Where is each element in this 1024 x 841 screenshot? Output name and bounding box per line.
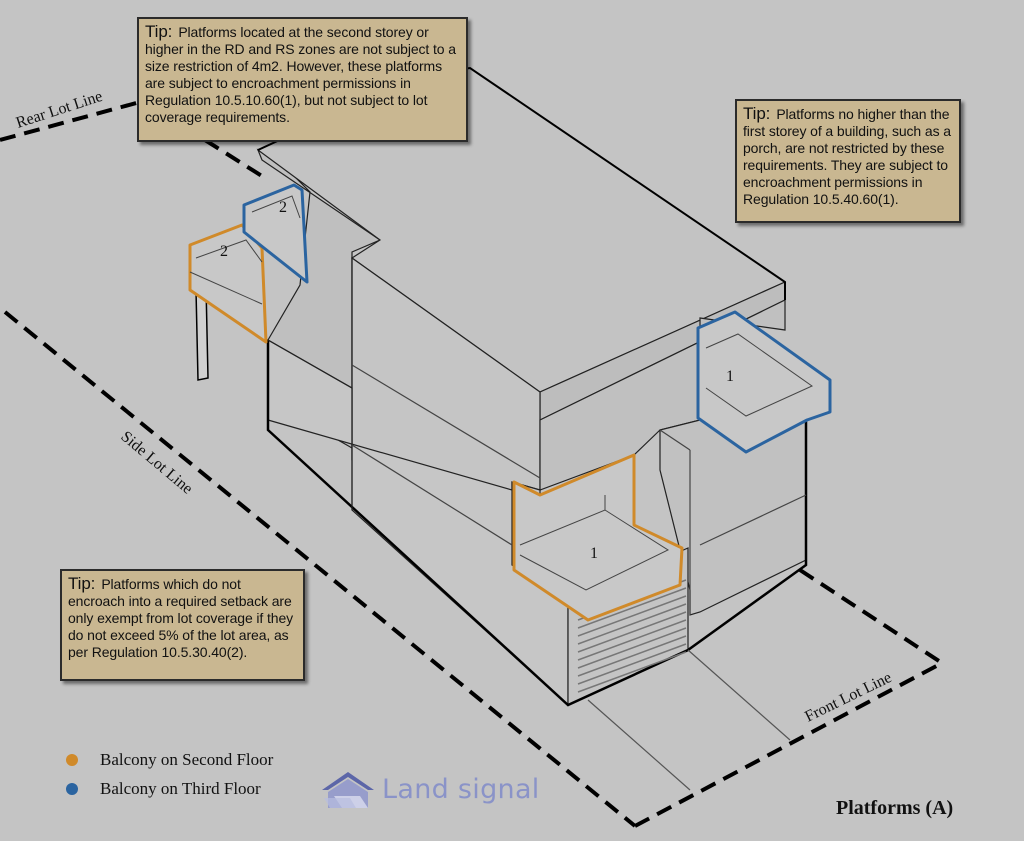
tip-text: Platforms no higher than the first store… (743, 106, 951, 207)
tip-box-left: Tip:Platforms which do not encroach into… (60, 569, 305, 681)
building-outline (266, 340, 808, 707)
logo-text: Land signal (382, 773, 540, 805)
tip-text: Platforms located at the second storey o… (145, 24, 456, 125)
blue-dot-icon (66, 783, 78, 795)
rear-lot-line-right (203, 138, 267, 180)
tip-label: Tip: (145, 22, 173, 41)
balcony-third-floor-front (696, 310, 832, 454)
balcony-second-floor-upper (188, 223, 268, 344)
balcony-number-label: 2 (279, 199, 287, 216)
balcony-number-label: 1 (590, 545, 598, 562)
legend-label: Balcony on Second Floor (100, 750, 274, 769)
tip-text: Platforms which do not encroach into a r… (68, 576, 294, 660)
orange-dot-icon (66, 754, 78, 766)
legend-item-third-floor: Balcony on Third Floor (66, 779, 261, 799)
tip-box-right: Tip:Platforms no higher than the first s… (735, 99, 961, 223)
side-lot-line (3, 310, 637, 828)
balcony-number-label: 1 (726, 368, 734, 385)
side-lot-line-label: Side Lot Line (117, 428, 195, 498)
front-lot-line (634, 661, 943, 828)
house-logo-icon (322, 772, 374, 808)
building (195, 66, 808, 791)
balcony-number-label: 2 (220, 243, 228, 260)
figure-title: Platforms (A) (836, 797, 954, 819)
tip-label: Tip: (68, 574, 96, 593)
tip-label: Tip: (743, 104, 771, 123)
balcony-third-floor-upper (242, 183, 309, 284)
lot-lines (0, 100, 944, 828)
front-lot-line-side (798, 568, 944, 665)
legend-item-second-floor: Balcony on Second Floor (66, 750, 273, 770)
legend-label: Balcony on Third Floor (100, 779, 261, 798)
land-signal-logo: Land signal (320, 768, 540, 810)
tip-box-top: Tip:Platforms located at the second stor… (137, 17, 468, 142)
balcony-second-floor-front (512, 453, 684, 622)
